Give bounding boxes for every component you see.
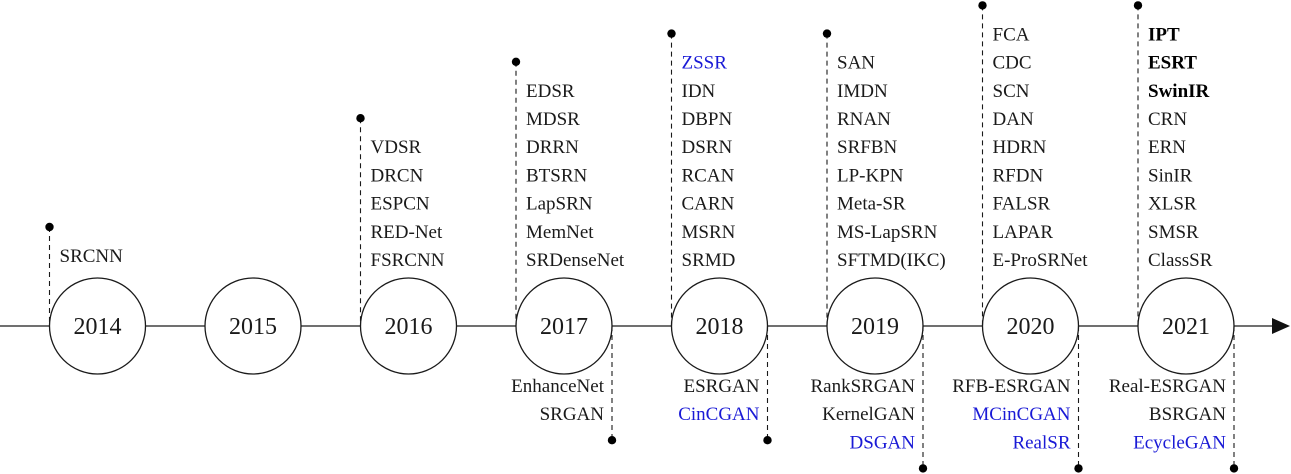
year-label: 2017	[540, 314, 588, 340]
method-label: SMSR	[1148, 222, 1199, 243]
method-label: CinCGAN	[678, 404, 760, 425]
method-label: LP-KPN	[837, 165, 904, 186]
method-label: MemNet	[526, 222, 594, 243]
method-label: FALSR	[993, 194, 1051, 215]
method-label: MSRN	[682, 222, 736, 243]
method-label: FSRCNN	[371, 250, 445, 271]
method-label: VDSR	[371, 137, 422, 158]
method-label: CRN	[1148, 109, 1187, 130]
leader-dot	[822, 29, 832, 38]
method-label: DRCN	[371, 165, 424, 186]
year-label: 2016	[385, 314, 433, 340]
year-label: 2019	[851, 314, 899, 340]
method-label: SRGAN	[540, 404, 605, 425]
method-label: DSGAN	[850, 432, 916, 453]
method-label: DBPN	[682, 109, 733, 130]
method-label: SCN	[993, 81, 1030, 102]
method-label: XLSR	[1148, 194, 1197, 215]
method-label: BSRGAN	[1149, 404, 1226, 425]
method-label: RNAN	[837, 109, 891, 130]
method-label: KernelGAN	[822, 404, 915, 425]
method-label: EDSR	[526, 81, 575, 102]
year-label: 2020	[1007, 314, 1055, 340]
leader-dot	[1133, 1, 1143, 10]
method-label: SRMD	[682, 250, 736, 271]
method-label: SRFBN	[837, 137, 897, 158]
method-label: DRRN	[526, 137, 579, 158]
method-label: CARN	[682, 194, 735, 215]
leader-dot	[1074, 464, 1083, 473]
method-label: MS-LapSRN	[837, 222, 938, 243]
method-label: RCAN	[682, 165, 735, 186]
method-label: EnhanceNet	[511, 376, 605, 397]
method-label: LapSRN	[526, 194, 593, 215]
leader-dot	[511, 57, 521, 66]
method-label: SinIR	[1148, 165, 1193, 186]
year-label: 2021	[1162, 314, 1210, 340]
method-label: MDSR	[526, 109, 580, 130]
year-node-2015: 2015	[204, 277, 302, 375]
method-label: SFTMD(IKC)	[837, 250, 946, 271]
method-label: ESPCN	[371, 194, 430, 215]
leader-dot	[978, 1, 987, 10]
year-circle	[48, 277, 147, 375]
method-label: FCA	[993, 24, 1030, 45]
method-label: SRCNN	[60, 246, 124, 267]
method-label: SAN	[837, 53, 875, 74]
year-circle	[204, 277, 302, 375]
method-label: ESRGAN	[683, 376, 759, 397]
year-node-2018: 2018 ZSSR IDN DBPN DSRN RCAN CARN MSRN SRMD ESRGA…	[667, 29, 772, 445]
method-label: E-ProSRNet	[993, 250, 1089, 271]
timeline-arrow-icon	[1272, 318, 1290, 334]
year-node-2019: 2019 SAN IMDN RNAN SRFBN LP-KPN Meta-SR MS-LapS…	[810, 29, 946, 473]
method-label: DAN	[993, 109, 1034, 130]
year-node-2020: 2020 FCA CDC SCN DAN HDRN RFDN FALSR LAPAR E-ProS…	[952, 1, 1089, 473]
leader-dot	[45, 222, 54, 232]
method-label: ESRT	[1148, 53, 1197, 74]
year-label: 2015	[229, 314, 277, 340]
leader-dot	[1229, 464, 1239, 473]
method-label: CDC	[993, 53, 1032, 74]
year-nodes: 2014 SRCNN 2015 2016 VDSR DRCN ESPCN RED-NetFSR…	[45, 1, 1239, 473]
method-label: ClassSR	[1148, 250, 1213, 271]
method-label: EcycleGAN	[1133, 432, 1226, 453]
year-node-2021: 2021 IPT ESRT SwinIR CRN ERN SinIR XLSR SMSR Clas…	[1109, 1, 1239, 473]
year-node-2014: 2014 SRCNN	[45, 222, 147, 375]
method-label: IDN	[682, 81, 716, 102]
leader-dot	[607, 436, 617, 445]
method-label: RFDN	[993, 165, 1044, 186]
method-label: Meta-SR	[837, 194, 906, 215]
method-label: SRDenseNet	[526, 250, 625, 271]
method-label: ZSSR	[682, 53, 728, 74]
leader-dot	[918, 464, 928, 473]
year-label: 2014	[74, 314, 122, 340]
leader-dot	[763, 436, 772, 445]
method-label: DSRN	[682, 137, 733, 158]
year-node-2017: 2017 EDSR MDSR DRRN BTSRN LapSRN MemNetSRDense…	[511, 57, 625, 445]
method-label: IMDN	[837, 81, 888, 102]
method-label: LAPAR	[993, 222, 1054, 243]
year-label: 2018	[696, 314, 744, 340]
method-label: Real-ESRGAN	[1109, 376, 1226, 397]
method-label: IPT	[1148, 24, 1180, 45]
method-label: RealSR	[1012, 432, 1070, 453]
method-label: HDRN	[993, 137, 1047, 158]
method-label: RFB-ESRGAN	[952, 376, 1071, 397]
method-label: BTSRN	[526, 165, 588, 186]
method-label: RED-Net	[371, 222, 443, 243]
method-label: MCinCGAN	[972, 404, 1070, 425]
leader-dot	[667, 29, 676, 38]
method-label: RankSRGAN	[810, 376, 915, 397]
method-label: SwinIR	[1148, 81, 1210, 102]
method-label: ERN	[1148, 137, 1186, 158]
leader-dot	[356, 114, 365, 123]
